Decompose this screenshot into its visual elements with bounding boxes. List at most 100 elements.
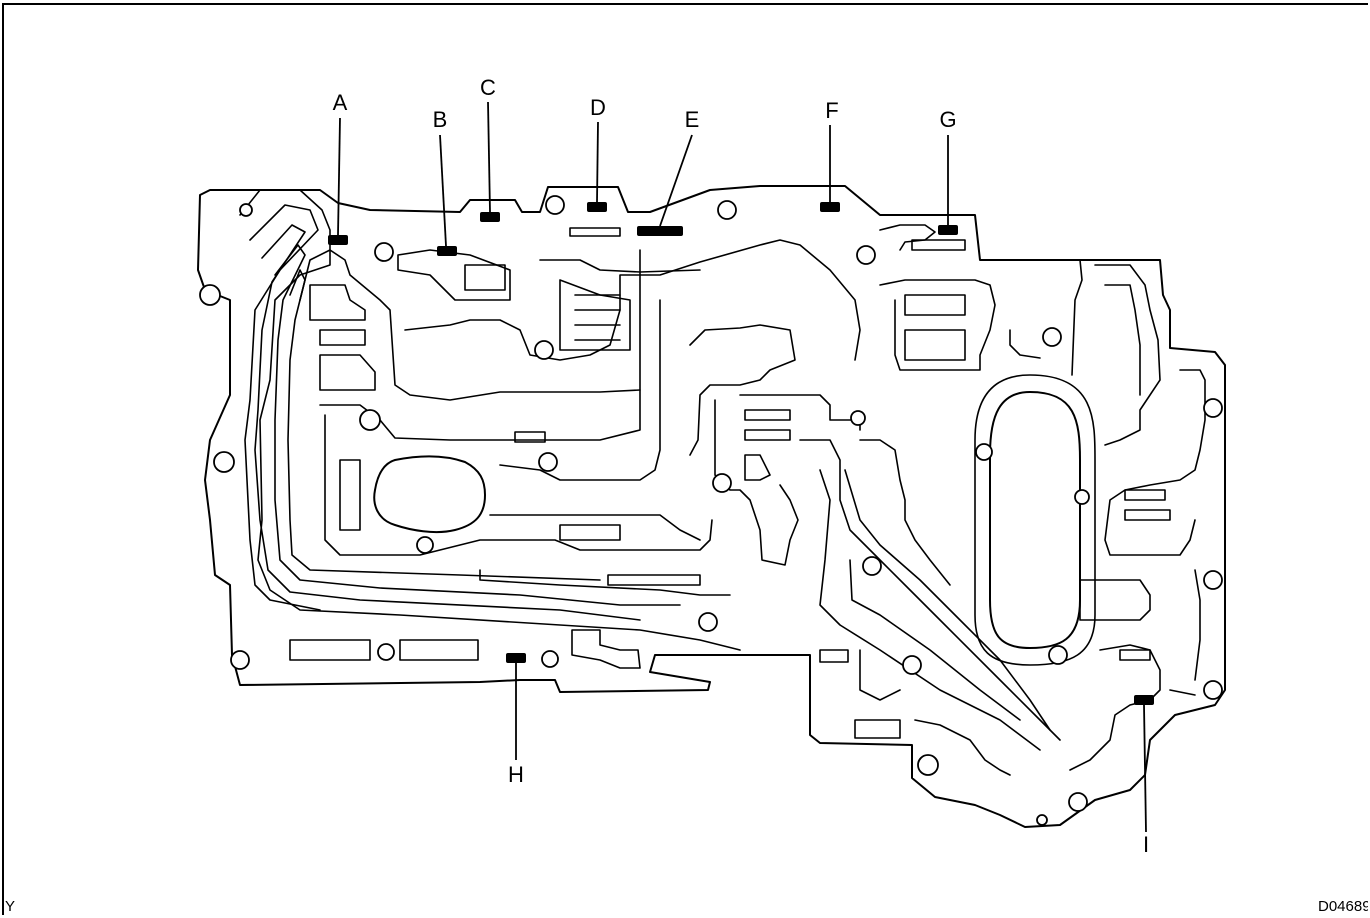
bolt-hole bbox=[856, 245, 876, 265]
channel bbox=[904, 294, 966, 316]
bolt-hole bbox=[1048, 645, 1068, 665]
check-ball-g bbox=[938, 225, 958, 235]
channel bbox=[569, 227, 621, 237]
check-ball-d bbox=[587, 202, 607, 212]
leader-b bbox=[439, 134, 447, 247]
channel bbox=[859, 649, 901, 701]
bolt-hole bbox=[1203, 570, 1223, 590]
channel bbox=[911, 239, 966, 251]
channel bbox=[844, 469, 1051, 731]
channel bbox=[1119, 649, 1151, 661]
channel bbox=[464, 264, 506, 291]
check-ball-a bbox=[328, 235, 348, 245]
channel bbox=[489, 514, 701, 541]
leader-c bbox=[487, 101, 491, 213]
bolt-hole bbox=[359, 409, 381, 431]
bolt-hole bbox=[917, 754, 939, 776]
channel bbox=[744, 409, 791, 441]
callout-c: C bbox=[480, 75, 496, 100]
channel bbox=[1069, 644, 1161, 771]
channel bbox=[324, 414, 713, 556]
channel bbox=[404, 239, 861, 361]
channel bbox=[1044, 259, 1083, 376]
channel bbox=[239, 189, 741, 651]
callout-d: D bbox=[590, 95, 606, 120]
callout-h: H bbox=[508, 762, 524, 787]
bolt-hole bbox=[377, 643, 395, 661]
channel bbox=[849, 559, 1021, 721]
check-ball-h bbox=[506, 653, 526, 663]
channel bbox=[819, 469, 1041, 751]
channel bbox=[571, 629, 641, 669]
bolt-hole bbox=[1203, 398, 1223, 418]
view-code: Y bbox=[5, 898, 16, 915]
bolt-hole bbox=[230, 650, 250, 670]
bolt-hole bbox=[698, 612, 718, 632]
channel bbox=[274, 244, 681, 606]
channel bbox=[914, 719, 1011, 776]
check-ball-b bbox=[437, 246, 457, 256]
callout-a: A bbox=[333, 90, 348, 115]
channel bbox=[539, 259, 701, 273]
callout-i: I bbox=[1143, 832, 1149, 857]
figure-code: D04689 bbox=[1318, 898, 1368, 915]
channel bbox=[287, 269, 601, 581]
channel bbox=[879, 224, 936, 251]
bolt-hole bbox=[850, 410, 866, 426]
channel bbox=[879, 279, 996, 371]
large-oval-cavity bbox=[989, 391, 1081, 649]
channel bbox=[399, 639, 479, 661]
check-ball-f bbox=[820, 202, 840, 212]
callout-e: E bbox=[685, 107, 700, 132]
bolt-hole bbox=[374, 242, 394, 262]
bolt-hole bbox=[1074, 489, 1090, 505]
channel bbox=[319, 329, 366, 346]
channel bbox=[744, 454, 771, 481]
bolt-hole bbox=[975, 443, 993, 461]
check-ball-i bbox=[1134, 695, 1154, 705]
channel bbox=[1169, 569, 1201, 696]
channel bbox=[739, 394, 861, 431]
channel bbox=[689, 324, 796, 456]
channel bbox=[319, 249, 641, 441]
channel bbox=[1009, 329, 1041, 359]
oval-surround bbox=[974, 374, 1096, 666]
leader-d bbox=[596, 121, 599, 203]
channel bbox=[574, 294, 621, 341]
channel bbox=[819, 649, 849, 663]
channel bbox=[479, 569, 731, 596]
bolt-hole bbox=[712, 473, 732, 493]
channel bbox=[799, 439, 1061, 741]
valve-body-outline bbox=[197, 185, 1226, 828]
leader-a bbox=[337, 117, 341, 236]
channel bbox=[854, 719, 901, 739]
channel bbox=[499, 299, 661, 481]
channel bbox=[514, 431, 546, 443]
bolt-hole bbox=[717, 200, 737, 220]
check-ball-e bbox=[637, 226, 683, 236]
leader-i bbox=[1143, 704, 1147, 833]
left-cavity bbox=[373, 455, 486, 534]
channel bbox=[339, 459, 361, 531]
channel bbox=[1079, 579, 1151, 621]
leader-e bbox=[659, 134, 693, 227]
bolt-hole bbox=[416, 536, 434, 554]
diagram-frame bbox=[2, 3, 1368, 915]
channel bbox=[1094, 264, 1161, 446]
bolt-hole bbox=[1203, 680, 1223, 700]
bolt-hole bbox=[545, 195, 565, 215]
callout-f: F bbox=[825, 98, 838, 123]
callout-g: G bbox=[939, 107, 956, 132]
check-ball-c bbox=[480, 212, 500, 222]
channel bbox=[607, 574, 701, 586]
channel bbox=[904, 329, 966, 361]
channel bbox=[309, 284, 366, 321]
channel bbox=[244, 204, 321, 611]
bolt-hole bbox=[199, 284, 221, 306]
bolt-hole bbox=[1042, 327, 1062, 347]
channel bbox=[559, 524, 621, 541]
bolt-hole bbox=[902, 655, 922, 675]
bolt-hole bbox=[538, 452, 558, 472]
bolt-hole bbox=[862, 556, 882, 576]
